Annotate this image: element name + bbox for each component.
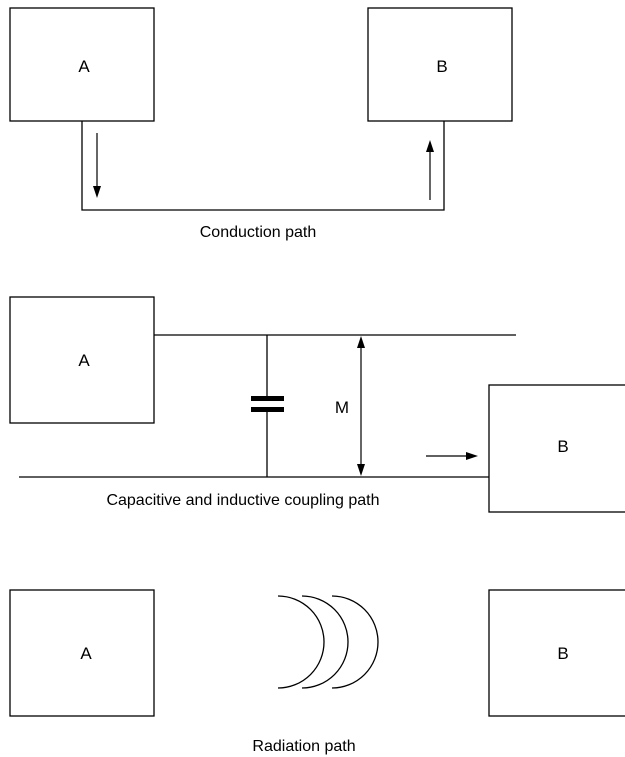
mutual-inductance-label: M	[335, 398, 349, 417]
conduction-box-b-label: B	[436, 57, 447, 76]
radiation-box-b	[488, 589, 625, 717]
radiation-waves	[277, 595, 379, 689]
conduction-caption: Conduction path	[200, 224, 317, 241]
conduction-down-arrow	[93, 133, 101, 198]
radiation-box-a-label: A	[80, 644, 92, 663]
capacitor-symbol	[251, 335, 284, 477]
conduction-panel: A B Conduction path	[9, 7, 513, 241]
mutual-inductance-arrow	[357, 336, 365, 476]
radiation-panel: A B Radiation path	[9, 589, 625, 755]
coupling-box-b-label: B	[557, 437, 568, 456]
coupling-right-arrow	[426, 452, 478, 460]
coupling-box-b	[488, 384, 625, 513]
radiation-box-b-label: B	[557, 644, 568, 663]
conduction-up-arrow	[426, 140, 434, 200]
conduction-wire	[81, 121, 445, 211]
conduction-box-a	[9, 7, 155, 122]
coupling-box-a-label: A	[78, 351, 90, 370]
coupling-panel: A M B Capacitive and inductive coupling …	[9, 296, 625, 513]
radiation-box-a	[9, 589, 155, 717]
conduction-box-b	[367, 7, 513, 122]
coupling-caption: Capacitive and inductive coupling path	[106, 492, 379, 509]
conduction-box-a-label: A	[78, 57, 90, 76]
radiation-caption: Radiation path	[252, 738, 355, 755]
coupling-box-a	[9, 296, 155, 424]
